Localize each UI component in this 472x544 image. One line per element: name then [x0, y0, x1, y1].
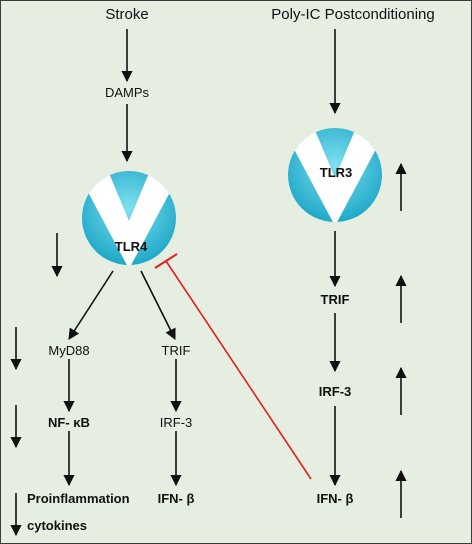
damps-label: DAMPs [104, 85, 150, 100]
stroke-label: Stroke [105, 6, 149, 23]
proinflammation-label: Proinflammation [27, 491, 130, 506]
trif-right-label: TRIF [320, 292, 350, 307]
inhibition-line [154, 253, 312, 480]
myd88-label: MyD88 [48, 343, 90, 358]
polyic-label: Poly-IC Postconditioning [271, 6, 435, 23]
irf3-right-label: IRF-3 [318, 384, 352, 399]
irf3-left-label: IRF-3 [159, 415, 193, 430]
left-pathway-arrows [63, 29, 182, 487]
tlr4-label: TLR4 [114, 239, 148, 254]
tlr4-to-myd88-arrow [68, 270, 114, 340]
ifnb-left-label: IFN- β [157, 491, 195, 506]
nfkb-label: NF- κB [48, 415, 90, 430]
decrease-indicator-arrows [10, 233, 63, 537]
ifnb-right-label: IFN- β [316, 491, 354, 506]
tlr3-receptor-icon [288, 128, 382, 222]
tlr3-label: TLR3 [319, 165, 353, 180]
cytokines-label: cytokines [27, 518, 87, 533]
tlr4-to-trif-arrow [140, 270, 176, 341]
tlr4-receptor-icon [82, 171, 176, 265]
trif-left-label: TRIF [161, 343, 191, 358]
